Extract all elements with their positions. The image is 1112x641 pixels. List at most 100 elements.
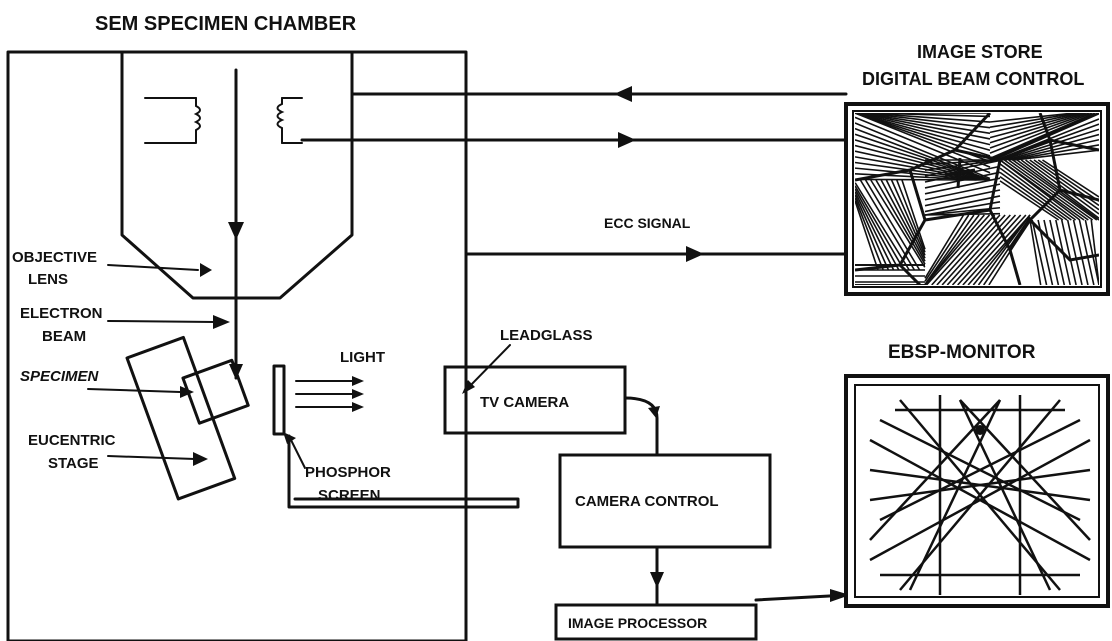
grain-hatch-line — [890, 179, 926, 256]
grain-hatch-line — [999, 167, 1072, 221]
grain-hatch-line — [855, 191, 895, 271]
grain-hatch-line — [983, 216, 1031, 285]
grain-hatch-line — [924, 201, 1001, 216]
grain-hatch-line — [1072, 219, 1089, 285]
kikuchi-band-line — [869, 399, 1001, 541]
stage-pointer-head — [193, 452, 208, 466]
ecc-signal-arrowhead — [686, 246, 704, 262]
grain-hatch-line — [1029, 159, 1099, 211]
grain-hatch-line — [864, 179, 921, 271]
specimen-shape — [181, 358, 250, 425]
phosphor-label-1: PHOSPHOR — [305, 464, 391, 481]
grain-hatch-line — [855, 116, 991, 174]
grain-pattern — [855, 113, 1099, 285]
grain-hatch-line — [989, 113, 1074, 123]
grain-hatch-line — [989, 113, 1090, 149]
grain-hatch-line — [989, 113, 1087, 144]
camera-control-box — [558, 453, 772, 549]
grain-hatch-line — [855, 188, 900, 271]
grain-hatch-line — [855, 161, 983, 181]
scan-coil-left — [144, 97, 201, 144]
grain-hatch-line — [924, 214, 965, 279]
grain-hatch-line — [855, 113, 991, 152]
kikuchi-band-line — [959, 399, 1091, 541]
grain-hatch-line — [1090, 219, 1099, 285]
kikuchi-pattern — [869, 395, 1091, 595]
grain-hatch-line — [993, 113, 1099, 161]
grain-hatch-line — [924, 214, 975, 285]
beam-control-arrowhead-top — [614, 86, 632, 102]
camera-control-label: CAMERA CONTROL — [575, 493, 719, 510]
grain-hatch-line — [989, 113, 1096, 160]
grain-hatch-line — [870, 179, 926, 268]
grain-hatch-line — [855, 156, 985, 181]
diagram-title: SEM SPECIMEN CHAMBER — [95, 13, 357, 35]
grain-hatch-line — [901, 179, 926, 250]
grain-hatch-line — [989, 113, 1084, 139]
grain-hatch-line — [989, 113, 1081, 134]
grain-hatch-line — [999, 180, 1060, 221]
kikuchi-pole — [975, 425, 985, 435]
grain-hatch-line — [1025, 159, 1099, 215]
objective-lens-label-2: LENS — [28, 271, 68, 288]
grain-hatch-line — [924, 159, 1001, 177]
grain-hatch-line — [855, 185, 905, 271]
objective-lens-pointer — [107, 264, 199, 271]
objective-lens-label-1: OBJECTIVE — [12, 249, 97, 266]
grain-hatch-line — [1066, 219, 1083, 285]
grain-hatch-line — [936, 214, 1001, 285]
specimen-chamber — [6, 50, 468, 641]
electron-beam-label-2: BEAM — [42, 328, 86, 345]
specimen-pointer-head — [180, 386, 194, 398]
leadglass-pointer — [467, 344, 511, 389]
grain-hatch-line — [1084, 219, 1099, 285]
image-processor-box — [554, 603, 758, 641]
grain-hatch-line — [977, 214, 1031, 285]
beam-control-arrowhead-bottom — [618, 132, 636, 148]
grain-hatch-line — [924, 177, 1001, 195]
grain-hatch-line — [924, 159, 1001, 166]
tv-camera-label: TV CAMERA — [480, 394, 569, 411]
grain-hatch-line — [989, 113, 1078, 128]
light-label: LIGHT — [340, 349, 385, 366]
grain-hatch-line — [925, 214, 991, 285]
electron-beam-pointer — [107, 320, 216, 323]
grain-hatch-line — [1003, 159, 1089, 221]
grain-hatch-line — [1008, 138, 1099, 161]
specimen-pointer — [87, 388, 181, 393]
grain-hatch-line — [855, 182, 910, 271]
grain-hatch-line — [999, 175, 1064, 221]
grain-hatch-line — [924, 214, 970, 282]
ecc-signal-label: ECC SIGNAL — [604, 215, 691, 231]
specimen-label: SPECIMEN — [20, 368, 100, 385]
grain-hatch-line — [924, 183, 1001, 201]
light-rays — [295, 376, 364, 412]
kikuchi-band-line — [899, 399, 1061, 591]
grain-hatch-line — [1043, 219, 1060, 285]
camera-to-control-line — [623, 396, 659, 458]
grain-hatch-line — [855, 113, 991, 168]
grain-hatch-line — [1029, 219, 1042, 285]
grain-hatch-line — [999, 159, 1081, 221]
grain-hatch-line — [865, 113, 991, 123]
grain-hatch-line — [855, 194, 890, 271]
grain-hatch-line — [875, 179, 926, 265]
screen-rail — [287, 434, 520, 509]
grain-hatch-line — [999, 163, 1077, 221]
grain-hatch-line — [1014, 149, 1099, 161]
objective-lens-pointer-head — [200, 263, 212, 277]
grain-hatch-line — [1008, 159, 1094, 221]
electron-beam-label-1: ELECTRON — [20, 305, 103, 322]
grain-hatch-line — [924, 189, 1001, 207]
grain-hatch-line — [1012, 159, 1098, 221]
grain-hatch-line — [962, 214, 1027, 285]
grain-hatch-line — [885, 179, 926, 259]
phosphor-label-2: SCREEN — [318, 487, 381, 504]
grain-hatch-line — [880, 179, 926, 262]
phosphor-pointer — [288, 435, 306, 469]
kikuchi-band-line — [908, 399, 1002, 591]
grain-hatch-line — [1078, 219, 1095, 285]
camera-curve-arrowhead — [648, 406, 660, 418]
eucentric-stage-shape — [125, 335, 237, 501]
grain-hatch-line — [1049, 219, 1066, 285]
